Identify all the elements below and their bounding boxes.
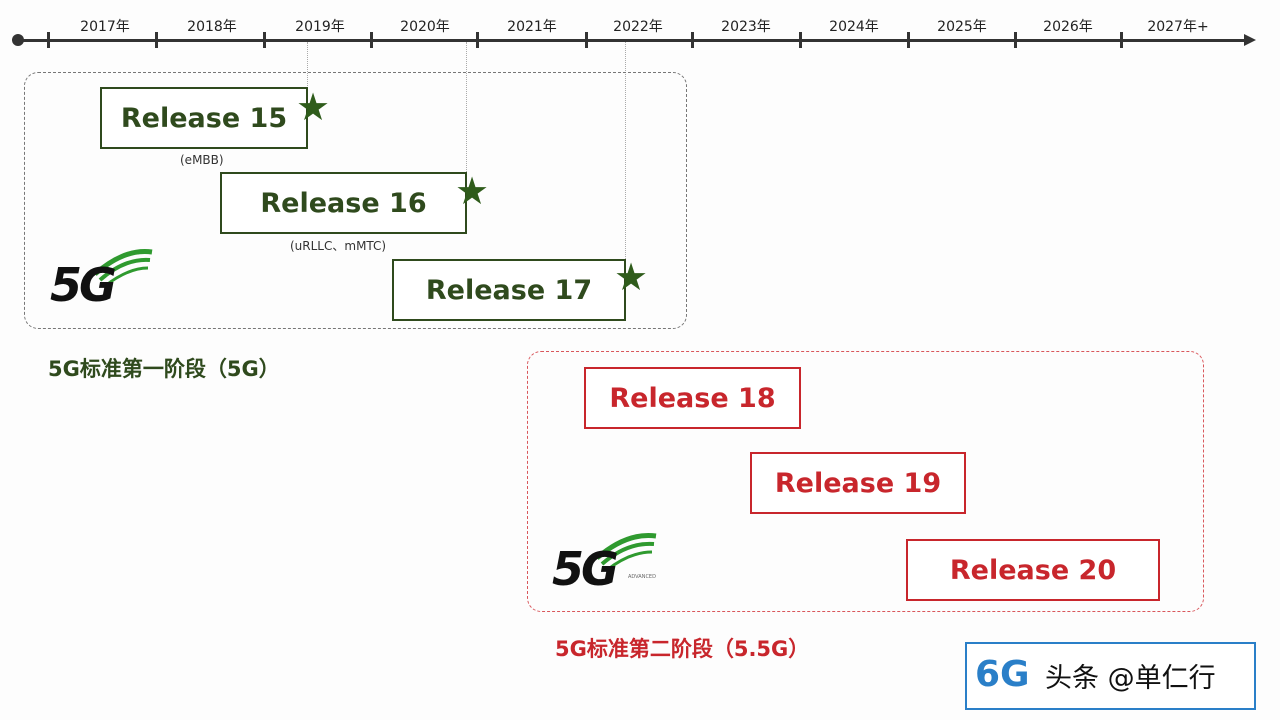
guide-line [625,42,626,267]
timeline-arrow-icon [1244,34,1256,46]
5g-logo-text: 5G [552,542,619,596]
6g-logo-text: 6G [975,654,1030,695]
guide-line [307,42,308,92]
tick [907,32,910,48]
signal-arcs-icon [93,248,153,288]
phase2-label: 5G标准第二阶段（5.5G） [555,637,810,661]
release-16-note: (uRLLC、mMTC) [290,239,387,253]
tick [47,32,50,48]
star-icon: ★ [614,255,649,299]
star-icon: ★ [296,85,331,129]
year-label: 2022年 [613,19,663,35]
year-label: 2027年+ [1147,19,1209,35]
tick [1120,32,1123,48]
release-19-box: Release 19 [750,452,966,514]
tick [155,32,158,48]
phase2-group [527,351,1204,612]
tick [585,32,588,48]
year-label: 2019年 [295,19,345,35]
year-label: 2017年 [80,19,130,35]
release-15-note: (eMBB) [180,153,224,167]
guide-line [466,42,467,182]
release-18-box: Release 18 [584,367,801,429]
tick [799,32,802,48]
phase1-group [24,72,687,329]
signal-arcs-icon [595,532,657,572]
timeline-axis [18,39,1248,42]
release-20-box: Release 20 [906,539,1160,601]
year-label: 2026年 [1043,19,1093,35]
phase1-label: 5G标准第一阶段（5G） [48,357,280,381]
advanced-text: ADVANCED [628,574,656,580]
tick [263,32,266,48]
tick [1014,32,1017,48]
year-label: 2021年 [507,19,557,35]
6g-box: 6G [965,642,1256,710]
year-label: 2025年 [937,19,987,35]
year-label: 2018年 [187,19,237,35]
tick [691,32,694,48]
5g-logo-text: 5G [50,258,117,312]
5g-advanced-logo: 5G ADVANCED [552,528,682,596]
year-label: 2024年 [829,19,879,35]
5g-logo: 5G [50,244,160,312]
star-icon: ★ [455,169,490,213]
release-15-box: Release 15 [100,87,308,149]
year-label: 2020年 [400,19,450,35]
watermark: 头条 @单仁行 [1045,663,1216,694]
year-label: 2023年 [721,19,771,35]
tick [476,32,479,48]
tick [370,32,373,48]
release-17-box: Release 17 [392,259,626,321]
release-16-box: Release 16 [220,172,467,234]
